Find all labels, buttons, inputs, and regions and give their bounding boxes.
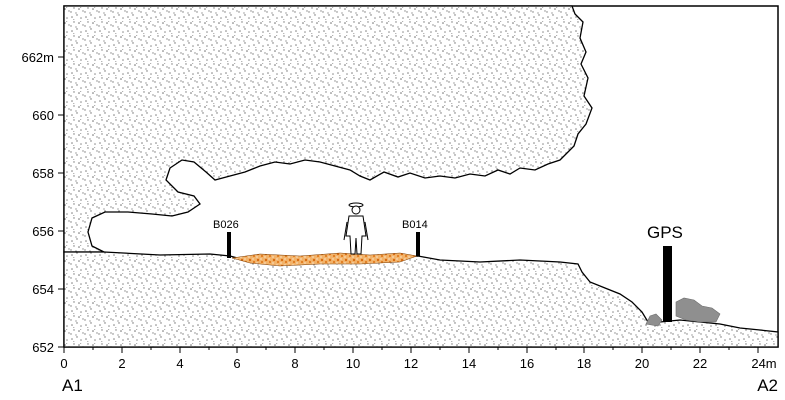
x-tick-label: 0 (60, 356, 67, 371)
y-tick-label: 654 (32, 282, 54, 297)
y-tick-label: 660 (32, 108, 54, 123)
boulder-large (675, 297, 721, 323)
x-axis (63, 347, 759, 353)
y-tick-label: 658 (32, 166, 54, 181)
y-axis (58, 56, 64, 348)
y-tick-label: 656 (32, 224, 54, 239)
y-tick-label: 652 (32, 340, 54, 355)
x-unit-label: 24m (751, 356, 776, 371)
endpoint-label-a1: A1 (62, 376, 83, 395)
x-tick-label: 18 (577, 356, 591, 371)
human-figure-icon (343, 202, 369, 255)
x-tick-label: 8 (291, 356, 298, 371)
x-tick-label: 14 (462, 356, 476, 371)
x-tick-label: 4 (176, 356, 183, 371)
station-marker-b026 (227, 232, 231, 258)
x-tick-label: 12 (404, 356, 418, 371)
x-tick-label: 20 (635, 356, 649, 371)
gps-marker (663, 246, 672, 322)
station-label-b026: B026 (213, 219, 239, 231)
station-marker-b014 (416, 232, 420, 256)
x-tick-label: 10 (346, 356, 360, 371)
gps-label: GPS (647, 223, 683, 242)
x-tick-label: 22 (693, 356, 707, 371)
upper-rock-mass (63, 5, 593, 253)
x-tick-label: 16 (520, 356, 534, 371)
y-tick-label: 662m (21, 50, 54, 65)
x-tick-label: 2 (118, 356, 125, 371)
boulder-small (645, 313, 663, 327)
endpoint-label-a2: A2 (757, 376, 778, 395)
x-tick-label: 6 (233, 356, 240, 371)
station-label-b014: B014 (402, 219, 428, 231)
